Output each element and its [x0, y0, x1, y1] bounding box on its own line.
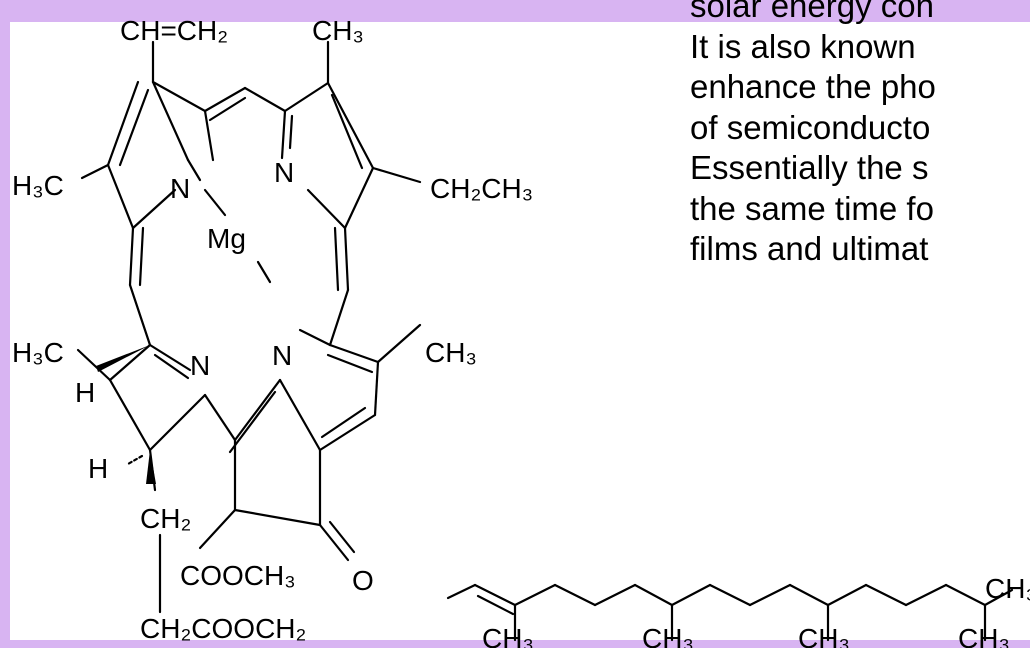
wedge-bond-lower	[146, 450, 156, 484]
ethyl-label: CH₂CH₃	[430, 173, 533, 204]
text-line: It is also known	[690, 27, 916, 65]
slide-body-text: solar energy con It is also known enhanc…	[690, 0, 1030, 270]
tail-ch3-1-label: CH₃	[482, 623, 534, 648]
ester-label: COOCH₃	[180, 560, 296, 591]
n-top-right-label: N	[274, 157, 294, 188]
text-line: the same time fo	[690, 189, 934, 227]
atom-labels: CH=CH₂ CH₃ H₃C CH₂CH₃ Mg H₃C CH₃ N N N N…	[12, 15, 1030, 653]
h-lower-label: H	[88, 453, 108, 484]
tail-ch3-end-label: CH₃	[985, 573, 1030, 604]
phytyl-link-label: CH₂COOCH₂	[140, 613, 306, 644]
methyl-left-bottom-label: H₃C	[12, 337, 64, 368]
wedge-bond-upper	[96, 345, 150, 372]
text-line: enhance the pho	[690, 68, 936, 105]
oxygen-label: O	[352, 565, 374, 596]
slide-canvas	[10, 22, 1030, 640]
h-upper-label: H	[75, 377, 95, 408]
ch2-label: CH₂	[140, 503, 191, 534]
n-top-left-label: N	[170, 173, 190, 204]
text-line: films and ultimat	[690, 230, 929, 267]
methyl-top-label: CH₃	[312, 15, 364, 46]
n-bottom-left-label: N	[190, 350, 210, 381]
tail-ch3-4-label: CH₃	[958, 623, 1010, 648]
slide-frame-top	[0, 0, 1030, 22]
text-line: Essentially the s	[690, 149, 929, 186]
text-line: solar energy con	[690, 0, 934, 24]
vinyl-label: CH=CH₂	[120, 15, 228, 46]
magnesium-label: Mg	[207, 223, 246, 254]
methyl-right-label: CH₃	[425, 337, 477, 368]
slide-frame-bottom	[0, 640, 1030, 648]
tail-ch3-3-label: CH₃	[798, 623, 850, 648]
methyl-left-top-label: H₃C	[12, 170, 64, 201]
text-line: of semiconducto	[690, 108, 931, 146]
tail-ch3-2-label: CH₃	[642, 623, 694, 648]
n-bottom-right-label: N	[272, 340, 292, 371]
bond-lines	[76, 40, 1014, 642]
slide-frame-left	[0, 0, 10, 648]
